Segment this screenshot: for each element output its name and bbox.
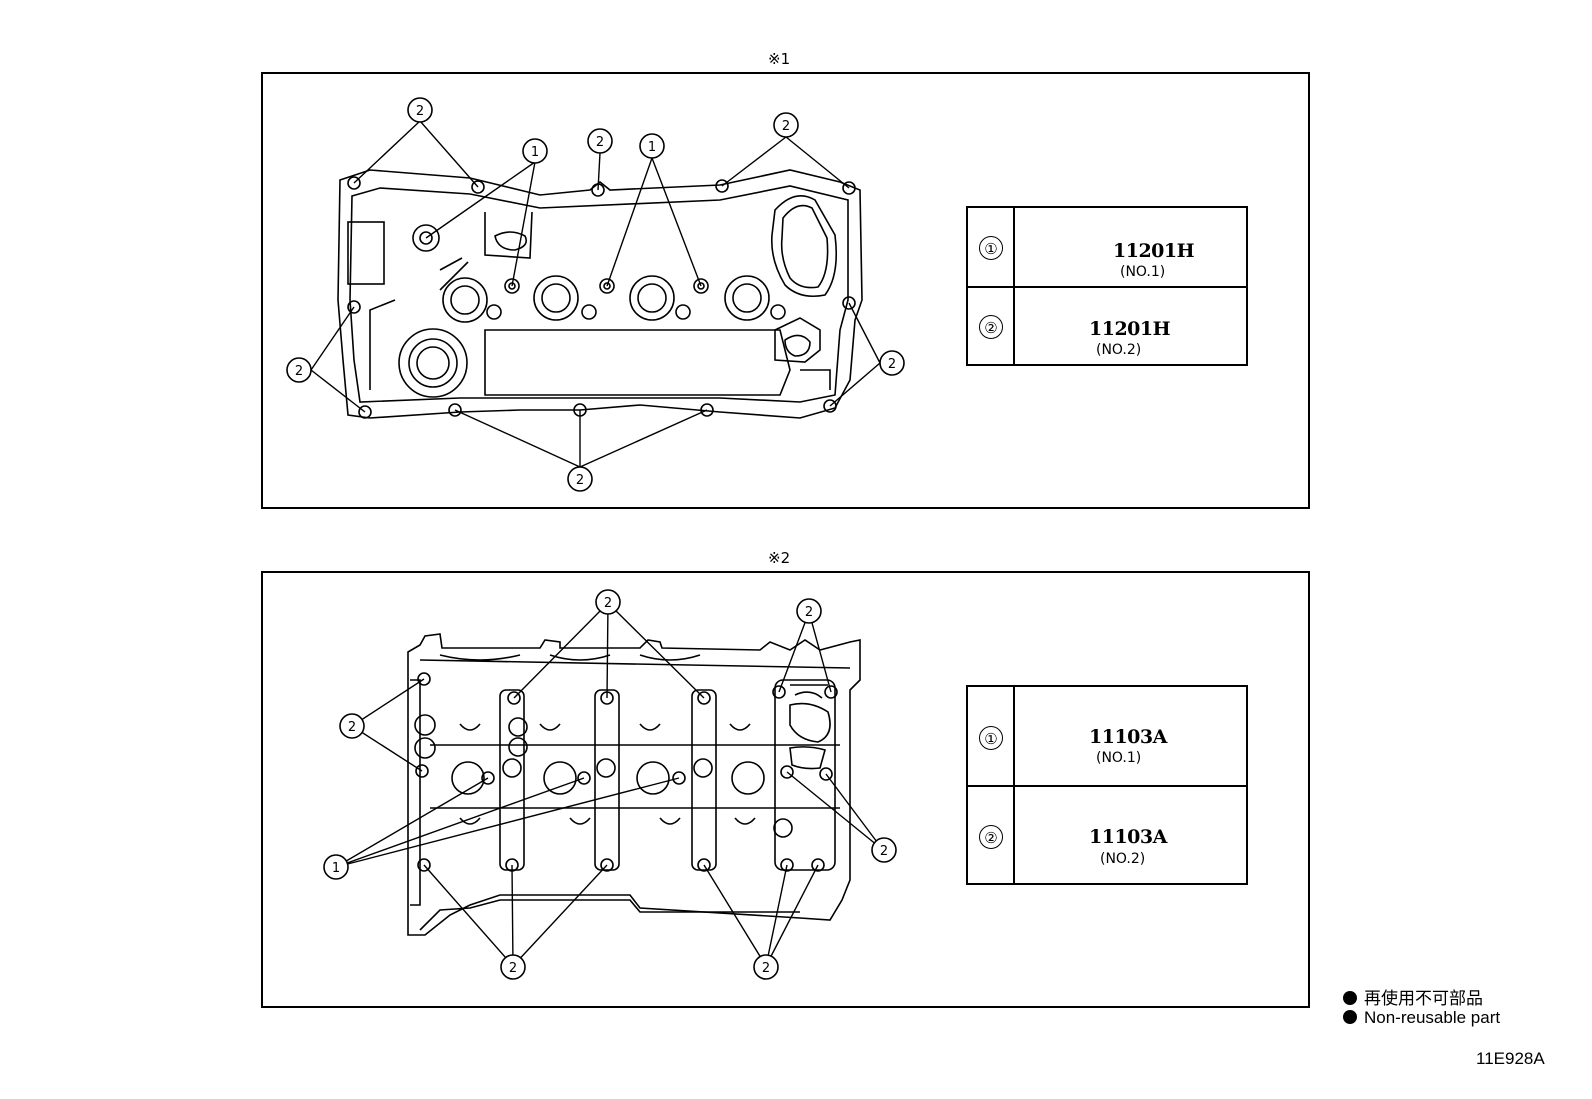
svg-text:2: 2	[805, 605, 813, 620]
svg-text:2: 2	[604, 596, 612, 611]
callout-numbers: 2 1 2 1 2 2 2 2 2 2 2 1 2 2 2	[295, 104, 896, 976]
svg-text:2: 2	[509, 961, 517, 976]
cylinder-head-bores	[414, 714, 765, 795]
head-cover-ports	[398, 224, 786, 398]
row-number: ②	[979, 825, 1003, 849]
panel-1-frame	[261, 72, 1310, 509]
legend-japanese: 再使用不可部品	[1343, 984, 1483, 1009]
bolt-table-1: ① ②	[966, 206, 1248, 366]
svg-text:1: 1	[332, 861, 340, 876]
bolt-table-1-row-2: ②	[968, 288, 1246, 366]
svg-text:2: 2	[880, 844, 888, 859]
panel-2-label: ※2	[768, 549, 791, 567]
part-number: 11103A	[1089, 726, 1167, 748]
row-number: ①	[979, 726, 1003, 750]
row-number: ①	[979, 236, 1003, 260]
svg-text:2: 2	[888, 357, 896, 372]
legend-english: Non-reusable part	[1343, 1008, 1500, 1028]
bullet-icon	[1343, 1010, 1357, 1024]
bolt-table-2: ① ②	[966, 685, 1248, 885]
svg-text:2: 2	[596, 135, 604, 150]
svg-text:1: 1	[531, 145, 539, 160]
part-variant: (NO.2)	[1100, 851, 1146, 867]
part-variant: (NO.1)	[1096, 750, 1142, 766]
bolt-table-2-row-2: ②	[968, 787, 1246, 885]
bullet-icon	[1343, 991, 1357, 1005]
figure-id: 11E928A	[1476, 1049, 1545, 1068]
part-variant: (NO.1)	[1120, 264, 1166, 280]
svg-text:2: 2	[782, 119, 790, 134]
svg-text:2: 2	[416, 104, 424, 119]
legend-text-en: Non-reusable part	[1364, 1008, 1501, 1027]
cylinder-head-bridges	[499, 679, 836, 871]
head-cover-bolt-holes	[347, 176, 856, 419]
part-variant: (NO.2)	[1096, 342, 1142, 358]
svg-text:2: 2	[348, 720, 356, 735]
part-number: 11103A	[1089, 826, 1167, 848]
legend-text-ja: 再使用不可部品	[1364, 989, 1483, 1008]
svg-text:2: 2	[762, 961, 770, 976]
callout-circles	[286, 97, 905, 980]
svg-text:1: 1	[648, 140, 656, 155]
row-number: ②	[979, 315, 1003, 339]
panel-2-leader-lines	[335, 602, 884, 967]
panel-1-leader-lines	[310, 120, 881, 468]
cylinder-head-bolt-holes	[415, 672, 838, 872]
bolt-table-2-row-1: ①	[968, 687, 1246, 787]
part-number: 11201H	[1113, 240, 1195, 262]
bolt-table-1-row-1: ①	[968, 208, 1246, 288]
svg-text:2: 2	[295, 364, 303, 379]
panel-2-frame	[261, 571, 1310, 1008]
svg-text:2: 2	[576, 473, 584, 488]
panel-1-label: ※1	[768, 50, 791, 68]
part-number: 11201H	[1089, 318, 1171, 340]
cylinder-head-outline	[407, 633, 861, 936]
